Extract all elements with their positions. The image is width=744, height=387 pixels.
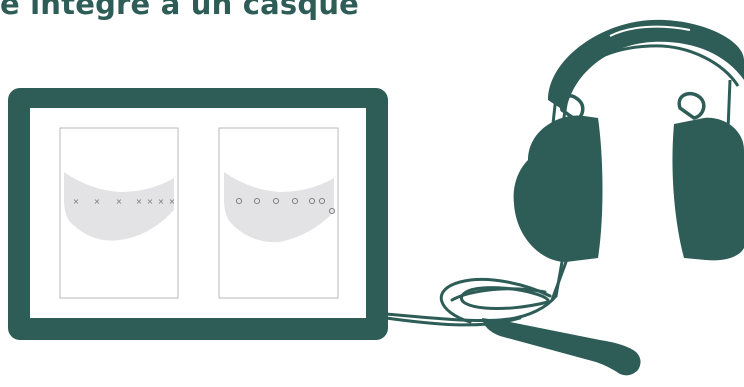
cable — [386, 262, 566, 325]
x-marker: × — [158, 197, 165, 206]
audiogram-right — [219, 128, 338, 298]
x-marker: × — [136, 197, 143, 206]
x-marker: × — [73, 197, 80, 206]
headphones-icon — [514, 20, 744, 262]
x-marker: × — [169, 197, 176, 206]
x-marker: × — [94, 197, 101, 206]
x-marker: × — [116, 197, 123, 206]
plug-icon — [482, 318, 641, 375]
x-marker: × — [147, 197, 154, 206]
audiogram-left: × × × × × × × — [60, 128, 178, 298]
